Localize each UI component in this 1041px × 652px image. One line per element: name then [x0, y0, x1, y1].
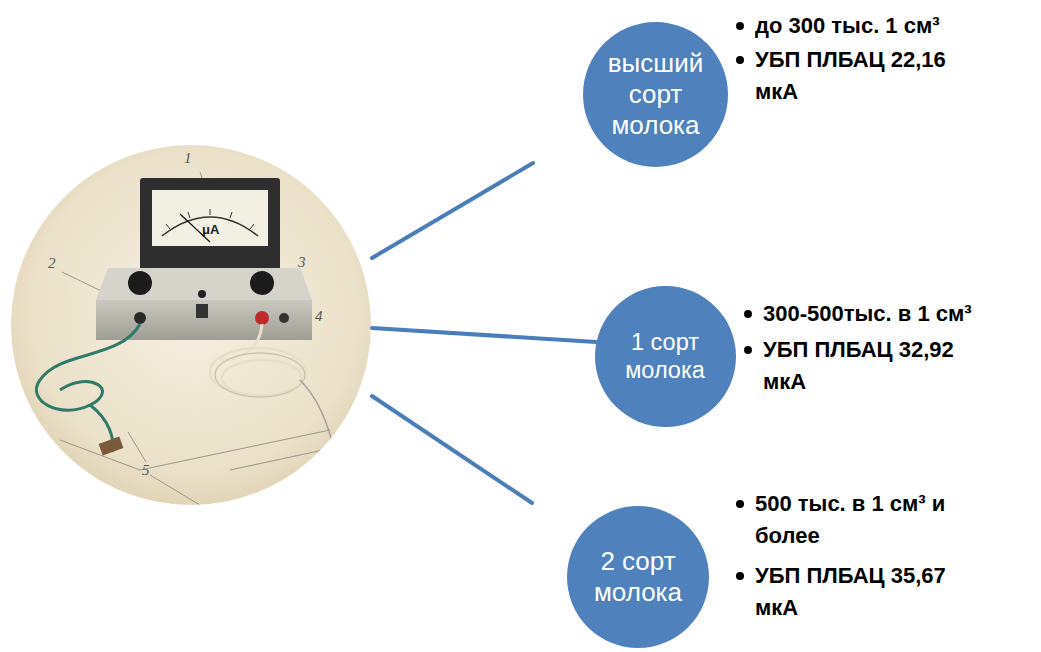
bullet-text: УБП ПЛБАЦ 32,92 мкА: [763, 334, 978, 398]
bullet-text: 300-500тыс. в 1 см³: [763, 298, 978, 330]
callout-number: 4: [315, 308, 323, 325]
callout-number: 2: [48, 255, 56, 272]
dial-unit: μA: [202, 222, 219, 237]
callout-number: 1: [184, 150, 192, 167]
bullet-text: до 300 тыс. 1 см³: [755, 10, 970, 42]
callout-number: 5: [142, 462, 150, 479]
grade-label: 2 сорт молока: [585, 546, 690, 608]
leader-line: [372, 328, 596, 342]
grade-circle: высший сорт молока: [583, 22, 728, 167]
grade-circle: 1 сорт молока: [595, 286, 736, 427]
circle-shape: [595, 286, 736, 427]
grade-label: 1 сорт молока: [615, 328, 716, 384]
bullet-text: 500 тыс. в 1 см³ и более: [755, 488, 970, 552]
callout-number: 3: [298, 254, 306, 271]
leader-line: [372, 163, 533, 258]
bullet-text: УБП ПЛБАЦ 35,67 мкА: [755, 560, 970, 624]
grade-circle: 2 сорт молока: [567, 506, 709, 648]
leader-line: [372, 396, 532, 503]
grade-label: высший сорт молока: [602, 48, 709, 142]
bullet-text: УБП ПЛБАЦ 22,16 мкА: [755, 44, 970, 108]
